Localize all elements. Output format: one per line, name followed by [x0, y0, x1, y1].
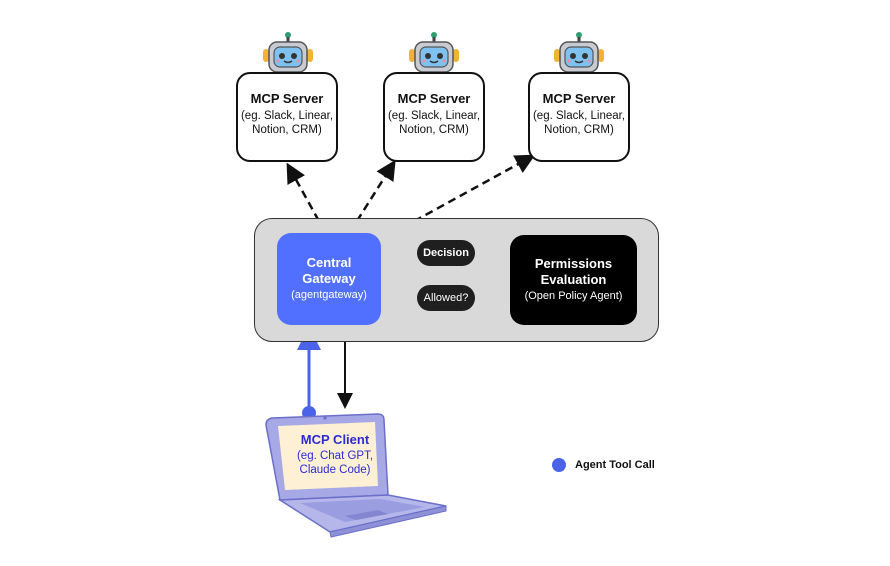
- robot-icon: [409, 32, 459, 73]
- client-subtitle-line1: (eg. Chat GPT,: [296, 450, 374, 462]
- central-gateway-box: Central Gateway (agentgateway): [277, 233, 381, 325]
- decision-pill: Decision: [417, 240, 475, 266]
- mcp-server-box-2: MCP Server (eg. Slack, Linear, Notion, C…: [383, 72, 485, 162]
- legend-label: Agent Tool Call: [575, 459, 655, 471]
- gateway-title-line2: Gateway: [302, 271, 356, 286]
- robot-icon: [263, 32, 313, 73]
- server-subtitle-line1: (eg. Slack, Linear,: [532, 110, 626, 122]
- allowed-pill: Allowed?: [417, 285, 475, 311]
- robot-icon: [554, 32, 604, 73]
- server-subtitle-line2: Notion, CRM): [399, 124, 469, 136]
- server-subtitle-line1: (eg. Slack, Linear,: [240, 110, 334, 122]
- legend-dot: [552, 458, 566, 472]
- server-subtitle-line2: Notion, CRM): [544, 124, 614, 136]
- gateway-title-line1: Central: [306, 255, 352, 270]
- server-subtitle-line1: (eg. Slack, Linear,: [387, 110, 481, 122]
- mcp-server-box-1: MCP Server (eg. Slack, Linear, Notion, C…: [236, 72, 338, 162]
- permissions-subtitle: (Open Policy Agent): [524, 290, 623, 302]
- permissions-title-line1: Permissions: [534, 256, 613, 271]
- server-title: MCP Server: [542, 91, 616, 106]
- permissions-title-line2: Evaluation: [540, 272, 607, 287]
- server-title: MCP Server: [250, 91, 324, 106]
- permissions-evaluation-box: Permissions Evaluation (Open Policy Agen…: [510, 235, 637, 325]
- client-subtitle-line2: Claude Code): [299, 464, 371, 476]
- gateway-subtitle: (agentgateway): [291, 289, 367, 301]
- client-title: MCP Client: [300, 432, 370, 447]
- laptop-icon: [265, 413, 447, 538]
- mcp-server-box-3: MCP Server (eg. Slack, Linear, Notion, C…: [528, 72, 630, 162]
- server-subtitle-line2: Notion, CRM): [252, 124, 322, 136]
- mcp-client-label: MCP Client (eg. Chat GPT, Claude Code): [283, 432, 387, 477]
- server-title: MCP Server: [397, 91, 471, 106]
